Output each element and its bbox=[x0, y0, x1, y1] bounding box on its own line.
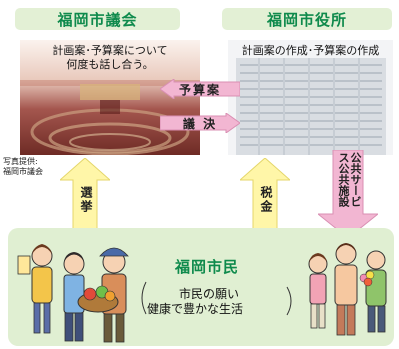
tax-label: 税金 bbox=[259, 186, 273, 214]
council-description-line2: 何度も話し合う。 bbox=[66, 58, 154, 71]
office-description: 計画案の作成･予算案の作成 bbox=[241, 44, 380, 57]
public-services-arrow: 公共サービス公共施設 bbox=[316, 149, 380, 239]
photo-credit: 写真提供: 福岡市議会 bbox=[3, 157, 43, 177]
council-description: 計画案･予算案について 何度も話し合う。 bbox=[20, 44, 200, 72]
office-title-box: 福岡市役所 bbox=[222, 8, 392, 30]
citizens-right-illustration bbox=[308, 243, 387, 336]
public-services-label: 公共サービス公共施設 bbox=[337, 152, 362, 207]
citizens-wish-line2: 健康で豊かな生活 bbox=[147, 302, 244, 316]
office-title: 福岡市役所 bbox=[266, 10, 347, 29]
council-title: 福岡市議会 bbox=[57, 10, 138, 29]
citizens-title: 福岡市民 bbox=[175, 258, 240, 276]
election-label: 選挙 bbox=[79, 186, 93, 214]
council-description-line1: 計画案･予算案について bbox=[52, 44, 168, 57]
photo-credit-line2: 福岡市議会 bbox=[3, 167, 43, 176]
left-bracket-decoration bbox=[141, 281, 147, 315]
election-arrow: 選挙 bbox=[58, 157, 112, 234]
budget-proposal-label: 予算案 bbox=[178, 83, 221, 97]
down-arrow-icon bbox=[316, 149, 380, 239]
council-title-box: 福岡市議会 bbox=[15, 8, 180, 30]
budget-proposal-arrow: 予算案 bbox=[159, 78, 241, 100]
citizens-left-illustration bbox=[17, 244, 129, 343]
resolution-arrow: 議 決 bbox=[159, 112, 241, 134]
right-arrow-icon bbox=[159, 112, 241, 134]
citizens-wish-line1: 市民の願い bbox=[179, 287, 240, 301]
resolution-label: 議 決 bbox=[182, 117, 218, 131]
right-bracket-decoration bbox=[286, 286, 292, 316]
city-office-photo: 計画案の作成･予算案の作成 bbox=[228, 40, 393, 155]
council-chamber-image bbox=[20, 40, 200, 155]
photo-credit-line1: 写真提供: bbox=[3, 157, 38, 166]
city-office-building-image bbox=[228, 40, 393, 155]
tax-arrow: 税金 bbox=[238, 157, 292, 234]
council-chamber-photo: 計画案･予算案について 何度も話し合う。 bbox=[20, 40, 200, 155]
